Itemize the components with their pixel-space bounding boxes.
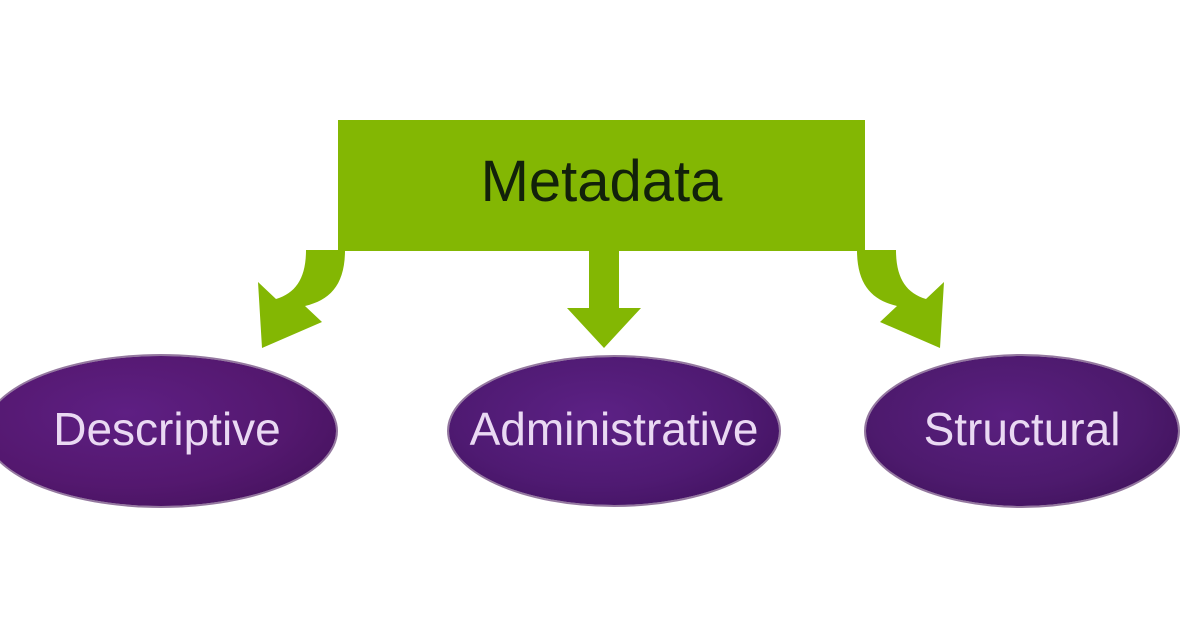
arrow-to-structural-icon — [857, 250, 944, 348]
arrow-to-administrative-icon — [567, 250, 641, 348]
node-metadata[interactable]: Metadata — [338, 120, 865, 251]
node-administrative-label: Administrative — [469, 403, 759, 455]
node-structural[interactable]: Structural — [866, 356, 1178, 506]
node-descriptive-label: Descriptive — [53, 403, 281, 455]
node-structural-label: Structural — [923, 403, 1121, 455]
node-metadata-label: Metadata — [480, 148, 723, 214]
arrow-to-descriptive-icon — [258, 250, 345, 348]
node-descriptive[interactable]: Descriptive — [0, 356, 336, 506]
node-administrative[interactable]: Administrative — [449, 357, 779, 505]
